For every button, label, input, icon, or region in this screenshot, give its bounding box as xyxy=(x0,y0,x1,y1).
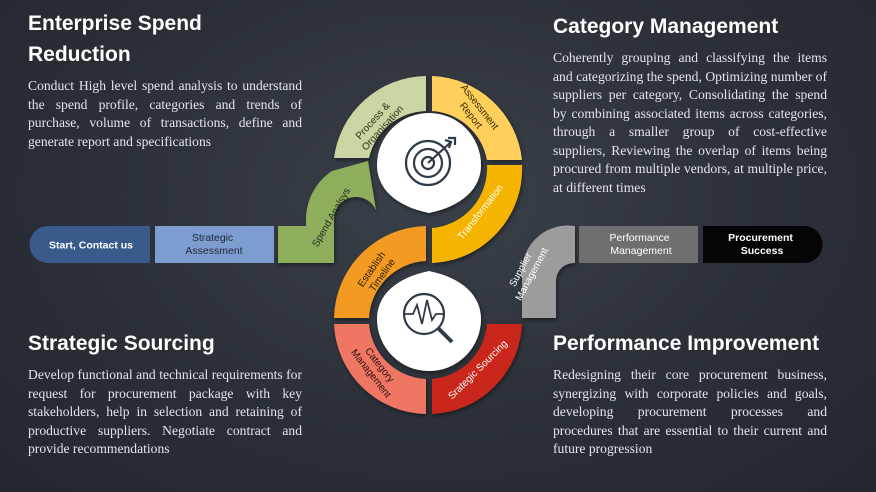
analysis-badge xyxy=(377,271,481,372)
segment-transformation xyxy=(432,165,523,263)
process-step-strategic-assessment: Strategic Assessment xyxy=(155,226,274,263)
performance-management-label-line1: Performance xyxy=(609,232,669,244)
performance-management-box xyxy=(579,226,698,263)
magnifier-analysis-icon xyxy=(402,292,454,344)
process-step-start: Start, Contact us xyxy=(29,226,151,263)
start-box xyxy=(29,226,151,263)
strategic-sourcing-description: Develop functional and technical require… xyxy=(28,367,302,456)
target-ring-outer xyxy=(404,139,452,187)
procurement-success-label: Procurement Success xyxy=(728,232,796,257)
target-ring-middle xyxy=(412,147,444,179)
performance-improvement-title: Performance Improvement xyxy=(553,332,820,355)
procurement-success-label-line1: Procurement xyxy=(728,232,793,244)
segment-spend-analysis xyxy=(278,161,376,263)
magnifier-handle xyxy=(436,326,454,344)
segment-strategic-sourcing xyxy=(432,324,522,414)
procurement-success-box xyxy=(703,226,823,263)
segment-establish-timeline xyxy=(334,226,426,318)
performance-management-label-line2: Management xyxy=(610,245,671,257)
performance-improvement-description: Redesigning their core procurement busin… xyxy=(553,367,827,456)
segment-category-management xyxy=(334,324,426,414)
strategic-assessment-label-line1: Strategic xyxy=(192,232,233,244)
performance-management-label: Performance Management xyxy=(609,232,672,257)
strategic-assessment-label-line2: Assessment xyxy=(185,245,242,257)
segment-supplier-management xyxy=(487,225,575,318)
strategic-sourcing-title: Strategic Sourcing xyxy=(28,332,215,355)
target-arrow-tail xyxy=(448,136,457,145)
enterprise-spend-title-line2: Reduction xyxy=(28,43,131,66)
pulse-line xyxy=(404,299,444,325)
category-management-description: Coherently grouping and classifying the … xyxy=(553,50,827,195)
procurement-success-label-line2: Success xyxy=(741,245,784,257)
start-label: Start, Contact us xyxy=(49,240,133,252)
enterprise-spend-title-line1: Enterprise Spend xyxy=(28,12,202,35)
target-arrow-shaft xyxy=(427,141,452,164)
analysis-badge-shape xyxy=(377,271,481,372)
target-icon xyxy=(404,136,457,187)
process-step-procurement-success: Procurement Success xyxy=(703,226,823,263)
process-step-performance-management: Performance Management xyxy=(579,226,698,263)
segment-assessment-report xyxy=(432,76,522,160)
strategic-assessment-box xyxy=(155,226,274,263)
enterprise-spend-title: Enterprise Spend Reduction xyxy=(28,8,328,70)
target-ring-inner xyxy=(420,155,436,171)
segment-process-organisation xyxy=(334,76,426,158)
category-management-title: Category Management xyxy=(553,15,779,38)
enterprise-spend-description: Conduct High level spend analysis to und… xyxy=(28,78,302,149)
strategic-assessment-label: Strategic Assessment xyxy=(185,232,242,257)
target-arrow-fletch xyxy=(444,138,453,149)
